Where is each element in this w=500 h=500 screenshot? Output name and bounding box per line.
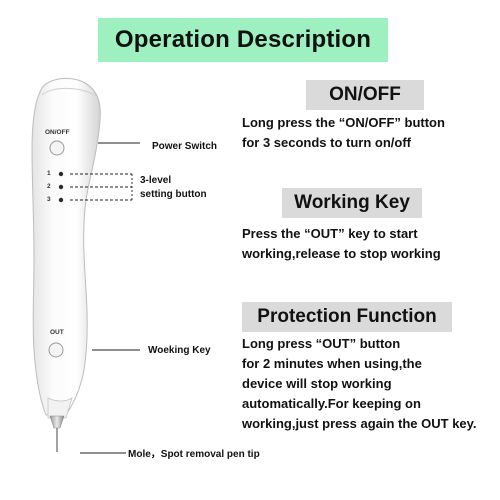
label-level-line1: 3-level xyxy=(140,175,172,186)
tip-cone xyxy=(49,415,65,429)
cap-seam xyxy=(41,87,97,97)
level-number-1: 1 xyxy=(47,170,51,177)
label-pen-tip: Mole，Spot removal pen tip xyxy=(128,449,260,460)
out-print: OUT xyxy=(50,329,64,336)
level-dot-3 xyxy=(58,197,64,203)
section-heading-onoff: ON/OFF xyxy=(306,80,424,110)
level-dot-1 xyxy=(58,171,64,177)
power-button xyxy=(49,140,65,156)
label-working-key: Woeking Key xyxy=(148,345,211,356)
section-protection-description: Long press “OUT” button for 2 minutes wh… xyxy=(242,336,477,431)
level-number-3: 3 xyxy=(47,196,51,203)
label-level-line2: setting button xyxy=(140,189,207,200)
level-number-2: 2 xyxy=(47,183,51,190)
section-working-key-description: Press the “OUT” key to start working,rel… xyxy=(242,226,441,261)
label-power-switch: Power Switch xyxy=(152,141,218,152)
collar xyxy=(47,397,73,419)
section-heading-working-key: Working Key xyxy=(282,188,422,218)
pen-body xyxy=(31,78,101,416)
title-banner: Operation Description xyxy=(98,18,388,62)
section-heading-protection: Protection Function xyxy=(242,302,452,332)
onoff-print: ON/OFF xyxy=(45,129,70,136)
section-onoff-description: Long press the “ON/OFF” button for 3 sec… xyxy=(242,115,445,150)
page-title: Operation Description xyxy=(114,26,372,53)
level-dot-2 xyxy=(58,184,64,190)
out-button xyxy=(48,342,64,358)
